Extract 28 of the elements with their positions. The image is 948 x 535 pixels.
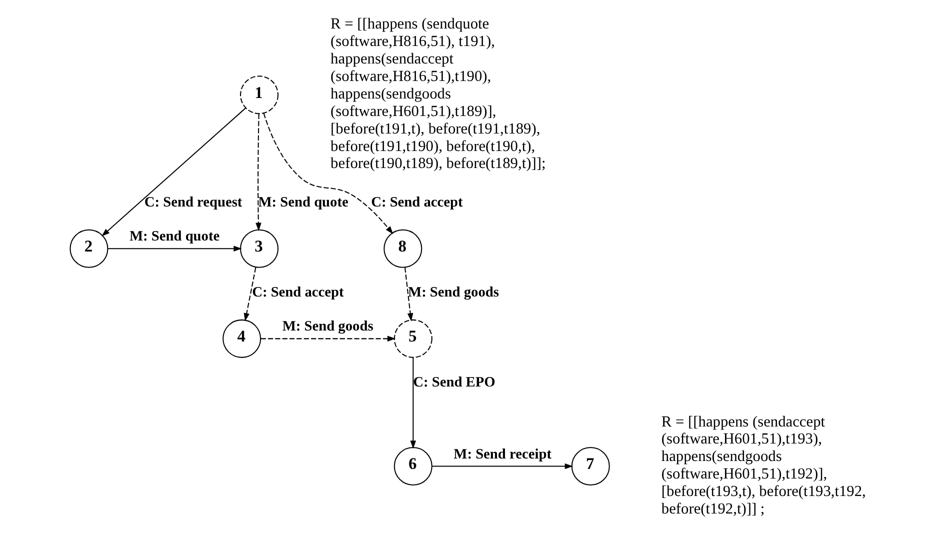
node-circle: 6 — [393, 447, 432, 486]
arrow — [243, 267, 256, 322]
node-circle: 5 — [393, 319, 432, 358]
arrow — [107, 246, 242, 252]
edge-label: M: Send quote — [128, 228, 220, 245]
arrow — [432, 463, 573, 470]
edge-label: C: Send accept — [370, 194, 462, 210]
label: R = [[happens (sendaccept (software,H601,51),t193), happens(sendgoods (software,H601,51),t192)], [before(t193,t), before(t193,t192, before(t192,t)]] ; — [660, 413, 866, 518]
node-circle: 1 — [240, 76, 278, 114]
edge-label: C: Send EPO — [412, 374, 495, 390]
arrow — [262, 113, 393, 234]
edge-label: M: Send quote — [258, 194, 348, 210]
node-circle: 2 — [69, 229, 108, 268]
node-circle: 4 — [222, 319, 261, 358]
edge-label: M: Send goods — [282, 318, 373, 335]
node-circle: 3 — [240, 229, 278, 268]
arrow — [404, 267, 413, 322]
arrow — [255, 114, 261, 232]
edge-label: C: Send request — [144, 194, 242, 210]
arrow — [101, 108, 246, 236]
arrow — [410, 358, 416, 449]
edge-label: C: Send accept — [252, 284, 344, 300]
edge-label: M: Send goods — [408, 284, 498, 300]
edge-label: M: Send receipt — [453, 446, 552, 462]
node-circle: 7 — [570, 447, 610, 486]
arrow — [260, 336, 396, 342]
node-circle: 8 — [383, 229, 422, 268]
label: R = [[happens (sendquote (software,H816,51), t191), happens(sendaccept (software,H816,51),t190), happens(sendgoods (software,H601,51),t189)], [before(t191,t), before(t191,t189), before(t191,t190), before(t190,t), before(t190,t189), before(t189,t)]]; — [330, 16, 546, 172]
